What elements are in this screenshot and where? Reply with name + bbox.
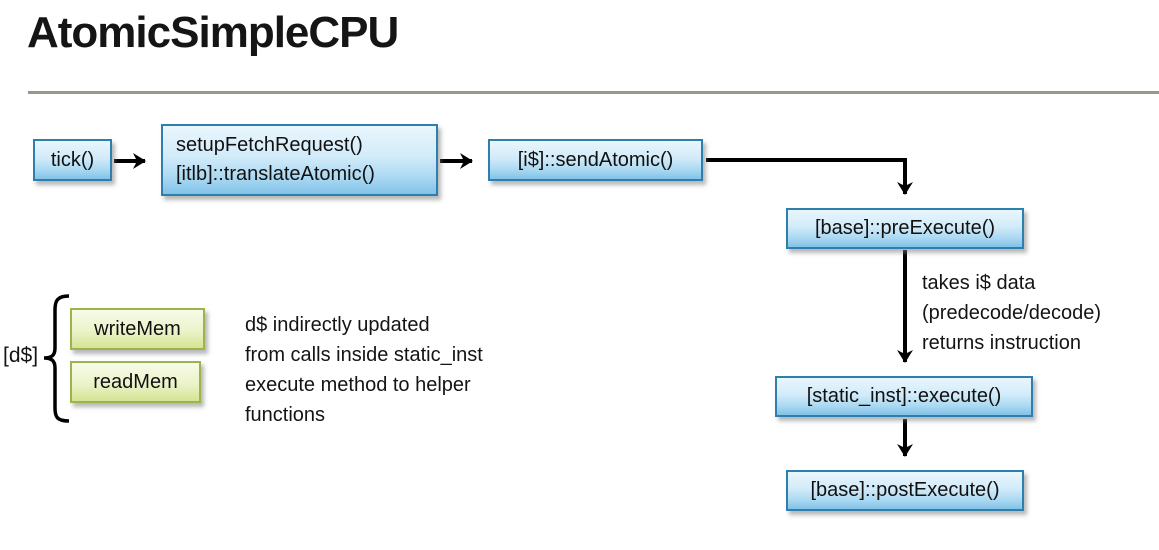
node-tick: tick() — [33, 139, 112, 181]
node-write-mem-label: writeMem — [94, 317, 181, 340]
decode-annotation-line1: takes i$ data — [922, 272, 1036, 294]
node-static-inst-execute: [static_inst]::execute() — [775, 376, 1033, 417]
node-write-mem: writeMem — [70, 308, 205, 350]
node-post-execute: [base]::postExecute() — [786, 470, 1024, 511]
dcache-group-label: [d$] — [3, 344, 39, 367]
node-tick-label: tick() — [50, 148, 95, 171]
dcache-annotation-line1: d$ indirectly updated — [245, 314, 430, 336]
decode-annotation-line2: (predecode/decode) — [922, 302, 1102, 324]
dcache-annotation-line4: functions — [245, 404, 326, 426]
dcache-brace — [43, 294, 70, 423]
node-setup-fetch-line2: [itlb]::translateAtomic() — [176, 163, 375, 185]
node-send-atomic: [i$]::sendAtomic() — [488, 139, 703, 181]
node-pre-execute-label: [base]::preExecute() — [814, 217, 996, 239]
node-send-atomic-label: [i$]::sendAtomic() — [517, 148, 674, 171]
dcache-annotation-line2: from calls inside static_inst — [245, 344, 483, 366]
title-underline — [28, 91, 1159, 94]
node-post-execute-label: [base]::postExecute() — [810, 479, 1000, 501]
node-pre-execute: [base]::preExecute() — [786, 208, 1024, 249]
dcache-annotation-line3: execute method to helper — [245, 374, 471, 396]
arrow-send-to-preexecute — [706, 158, 913, 195]
node-read-mem: readMem — [70, 361, 201, 403]
dcache-annotation: d$ indirectly updated from calls inside … — [245, 310, 483, 430]
node-setup-fetch-request: setupFetchRequest() [itlb]::translateAto… — [161, 124, 438, 196]
node-setup-fetch-line1: setupFetchRequest() — [176, 134, 363, 156]
slide-title: AtomicSimpleCPU — [27, 8, 399, 57]
node-static-inst-execute-label: [static_inst]::execute() — [806, 385, 1002, 407]
decode-annotation: takes i$ data (predecode/decode) returns… — [922, 268, 1101, 358]
node-read-mem-label: readMem — [93, 370, 178, 393]
decode-annotation-line3: returns instruction — [922, 332, 1081, 354]
